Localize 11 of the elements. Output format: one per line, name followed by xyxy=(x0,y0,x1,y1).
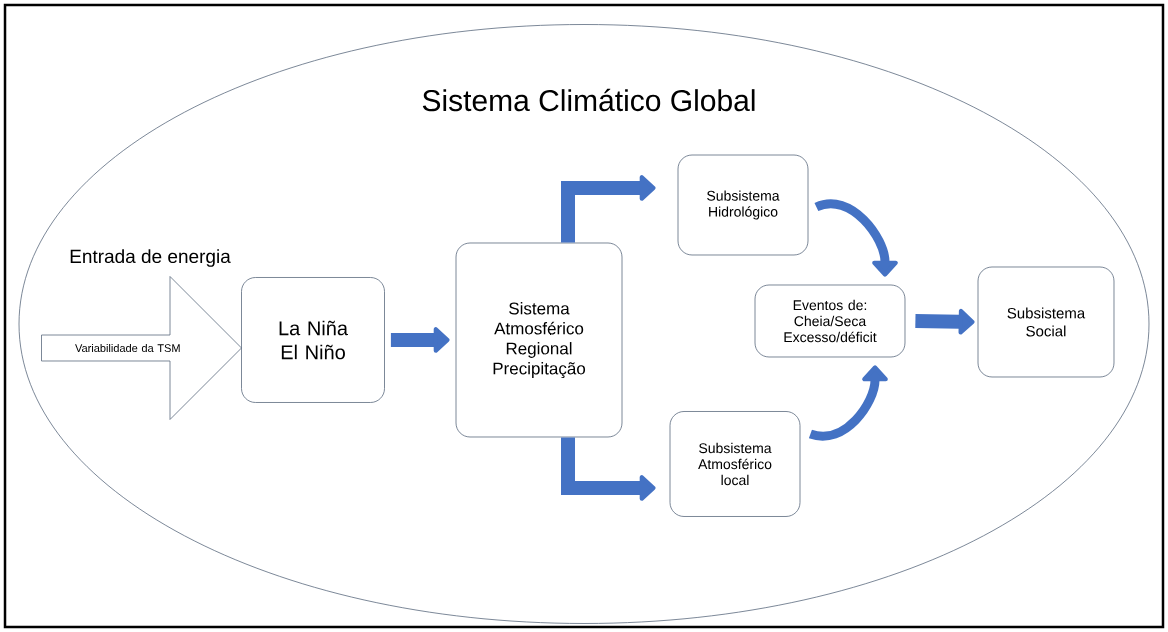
block-arrow xyxy=(561,175,656,243)
process-box: Subsistema Hidrológico xyxy=(677,154,809,256)
process-box: Subsistema Atmosférico local xyxy=(669,411,801,517)
block-arrow xyxy=(915,308,975,335)
process-box: Subsistema Social xyxy=(977,266,1115,378)
input-label: Entrada de energia xyxy=(70,249,231,267)
process-box: La Niña El Niño xyxy=(241,277,385,403)
process-box: Eventos de: Cheia/Seca Excesso/déficit xyxy=(754,284,906,358)
node-label: Sistema Climático Global xyxy=(422,88,755,112)
block-arrow xyxy=(390,327,450,353)
process-box: Sistema Atmosférico Regional Precipitação xyxy=(455,242,623,438)
